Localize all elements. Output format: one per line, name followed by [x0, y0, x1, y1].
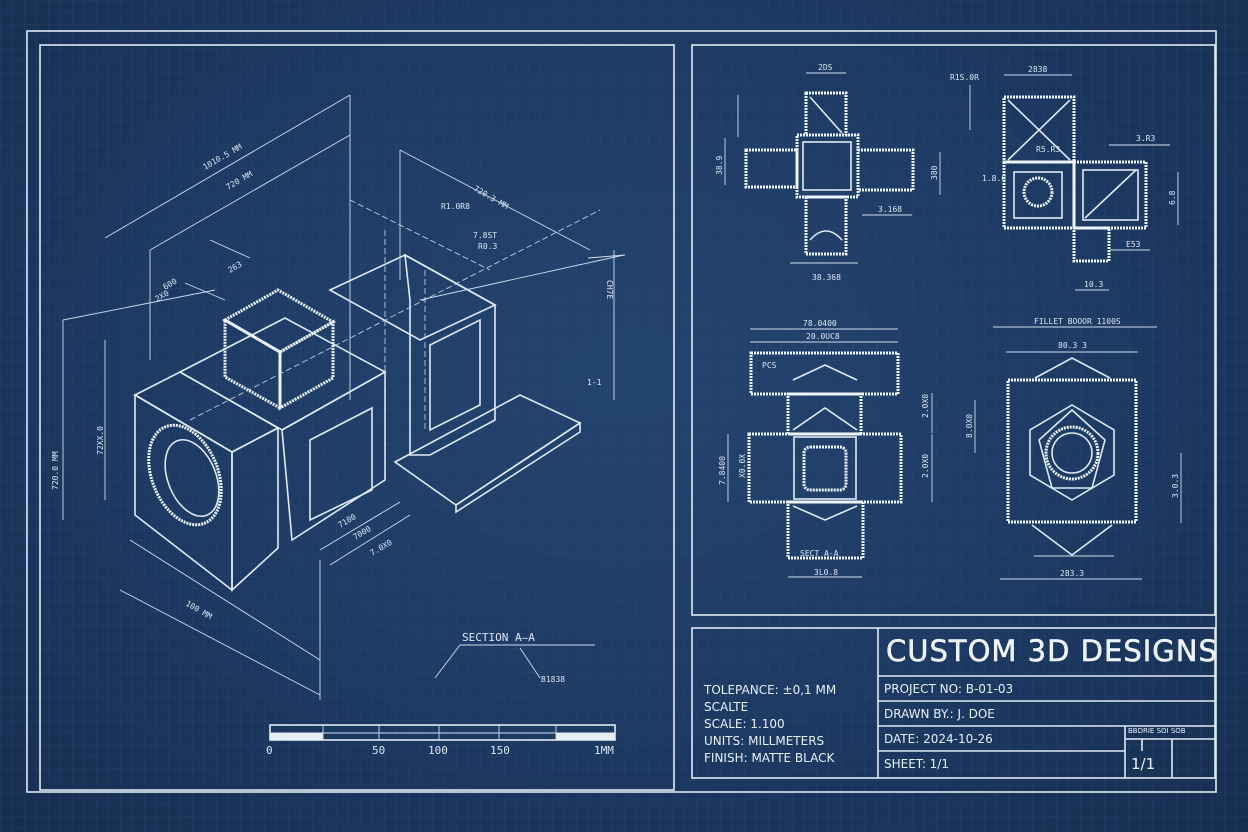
dim-label: 380 — [930, 165, 939, 180]
dim-label: 3L0.8 — [814, 568, 838, 577]
dim-label: R1.0R8 — [441, 202, 470, 211]
ortho-dimension-labels: 2DS 38.9 380 3.168 38.368 2838 R1S.0R 3.… — [715, 63, 1180, 578]
dim-label: 20.0UC8 — [806, 332, 840, 341]
note-scale: SCALE: 1.100 — [704, 717, 785, 731]
dim-label: 8.0X0 — [965, 414, 974, 438]
dim-label: 1.8.0 — [982, 174, 1006, 183]
dim-label: 1-1 — [587, 378, 602, 387]
scale-bar — [269, 724, 616, 741]
dim-label: FILLET BOOOR 1100S — [1034, 317, 1121, 326]
section-callout: B1838 — [541, 675, 565, 684]
revision-header: BBDRIE SOI SOB — [1128, 727, 1186, 735]
dim-label: 10.3 — [1084, 280, 1103, 289]
scale-label: 100 — [428, 744, 448, 757]
scale-label: 0 — [266, 744, 273, 757]
cylinder-bore — [147, 423, 223, 527]
sheet-count: 1/1 — [1131, 755, 1156, 773]
view-top-left — [744, 91, 915, 256]
company-title: CUSTOM 3D DESIGNS — [886, 634, 1218, 669]
sheet-number: SHEET: 1/1 — [884, 757, 949, 771]
note-tolerance: TOLEPANCE: ±0,1 MM — [704, 683, 837, 697]
scale-label: 150 — [490, 744, 510, 757]
isometric-panel-frame — [39, 44, 675, 791]
scale-label: 1MM — [594, 744, 614, 757]
dim-label: 80.3 3 — [1058, 341, 1087, 350]
dim-label: R0.3 — [478, 242, 497, 251]
dim-label: 78.0400 — [803, 319, 837, 328]
orthographic-panel-frame — [691, 44, 1216, 616]
scale-bar-labels: 0 50 100 150 1MM — [266, 744, 614, 757]
scale-label: 50 — [372, 744, 385, 757]
dim-label: 3.R3 — [1136, 134, 1155, 143]
note-finish: FINISH: MATTE BLACK — [704, 751, 835, 765]
isometric-model — [62, 94, 626, 700]
drawing-notes: TOLEPANCE: ±0,1 MM SCALTE SCALE: 1.100 U… — [704, 682, 836, 767]
dim-label: 2838 — [1028, 65, 1047, 74]
drawn-by: DRAWN BY.: J. DOE — [884, 707, 995, 721]
note-units: UNITS: MILLMETERS — [704, 734, 825, 748]
dim-label: 3.168 — [878, 205, 902, 214]
dim-label: 38.9 — [715, 156, 724, 175]
dim-label: E53 — [1126, 240, 1141, 249]
title-block-frame — [691, 627, 1216, 779]
dim-label: 720.0 MM — [51, 451, 60, 490]
title-block-grid — [877, 628, 1215, 778]
view-bottom-left — [747, 351, 903, 560]
dim-label: 2.0X0 — [921, 394, 930, 418]
dim-label: 7.8ST — [473, 231, 497, 240]
dim-label: SECT A-A — [800, 549, 839, 558]
dim-label: X0.0X — [738, 454, 747, 478]
project-number: PROJECT NO: B-01-03 — [884, 682, 1014, 696]
dim-label: 7.8400 — [718, 456, 727, 485]
outer-border — [26, 30, 1217, 793]
dim-label: PCS — [762, 361, 777, 370]
dim-label: 72XX.0 — [96, 426, 105, 455]
dim-label: 3.0.3 — [1171, 474, 1180, 498]
dim-label: 6.8 — [1168, 190, 1177, 205]
dim-label: R1S.0R — [950, 73, 979, 82]
dim-label: 2.0X0 — [921, 454, 930, 478]
note-scalte: SCALTE — [704, 700, 749, 714]
dim-label: 283.3 — [1060, 569, 1084, 578]
view-top-right — [1002, 95, 1148, 263]
section-label: SECTION A—A — [462, 631, 535, 644]
view-bottom-right — [1006, 357, 1138, 556]
drawing-date: DATE: 2024-10-26 — [884, 732, 993, 746]
dim-label: 38.368 — [812, 273, 841, 282]
dim-label: 2DS — [818, 63, 833, 72]
dim-label: CH7E — [605, 280, 614, 299]
dim-label: R5.R3 — [1036, 145, 1060, 154]
